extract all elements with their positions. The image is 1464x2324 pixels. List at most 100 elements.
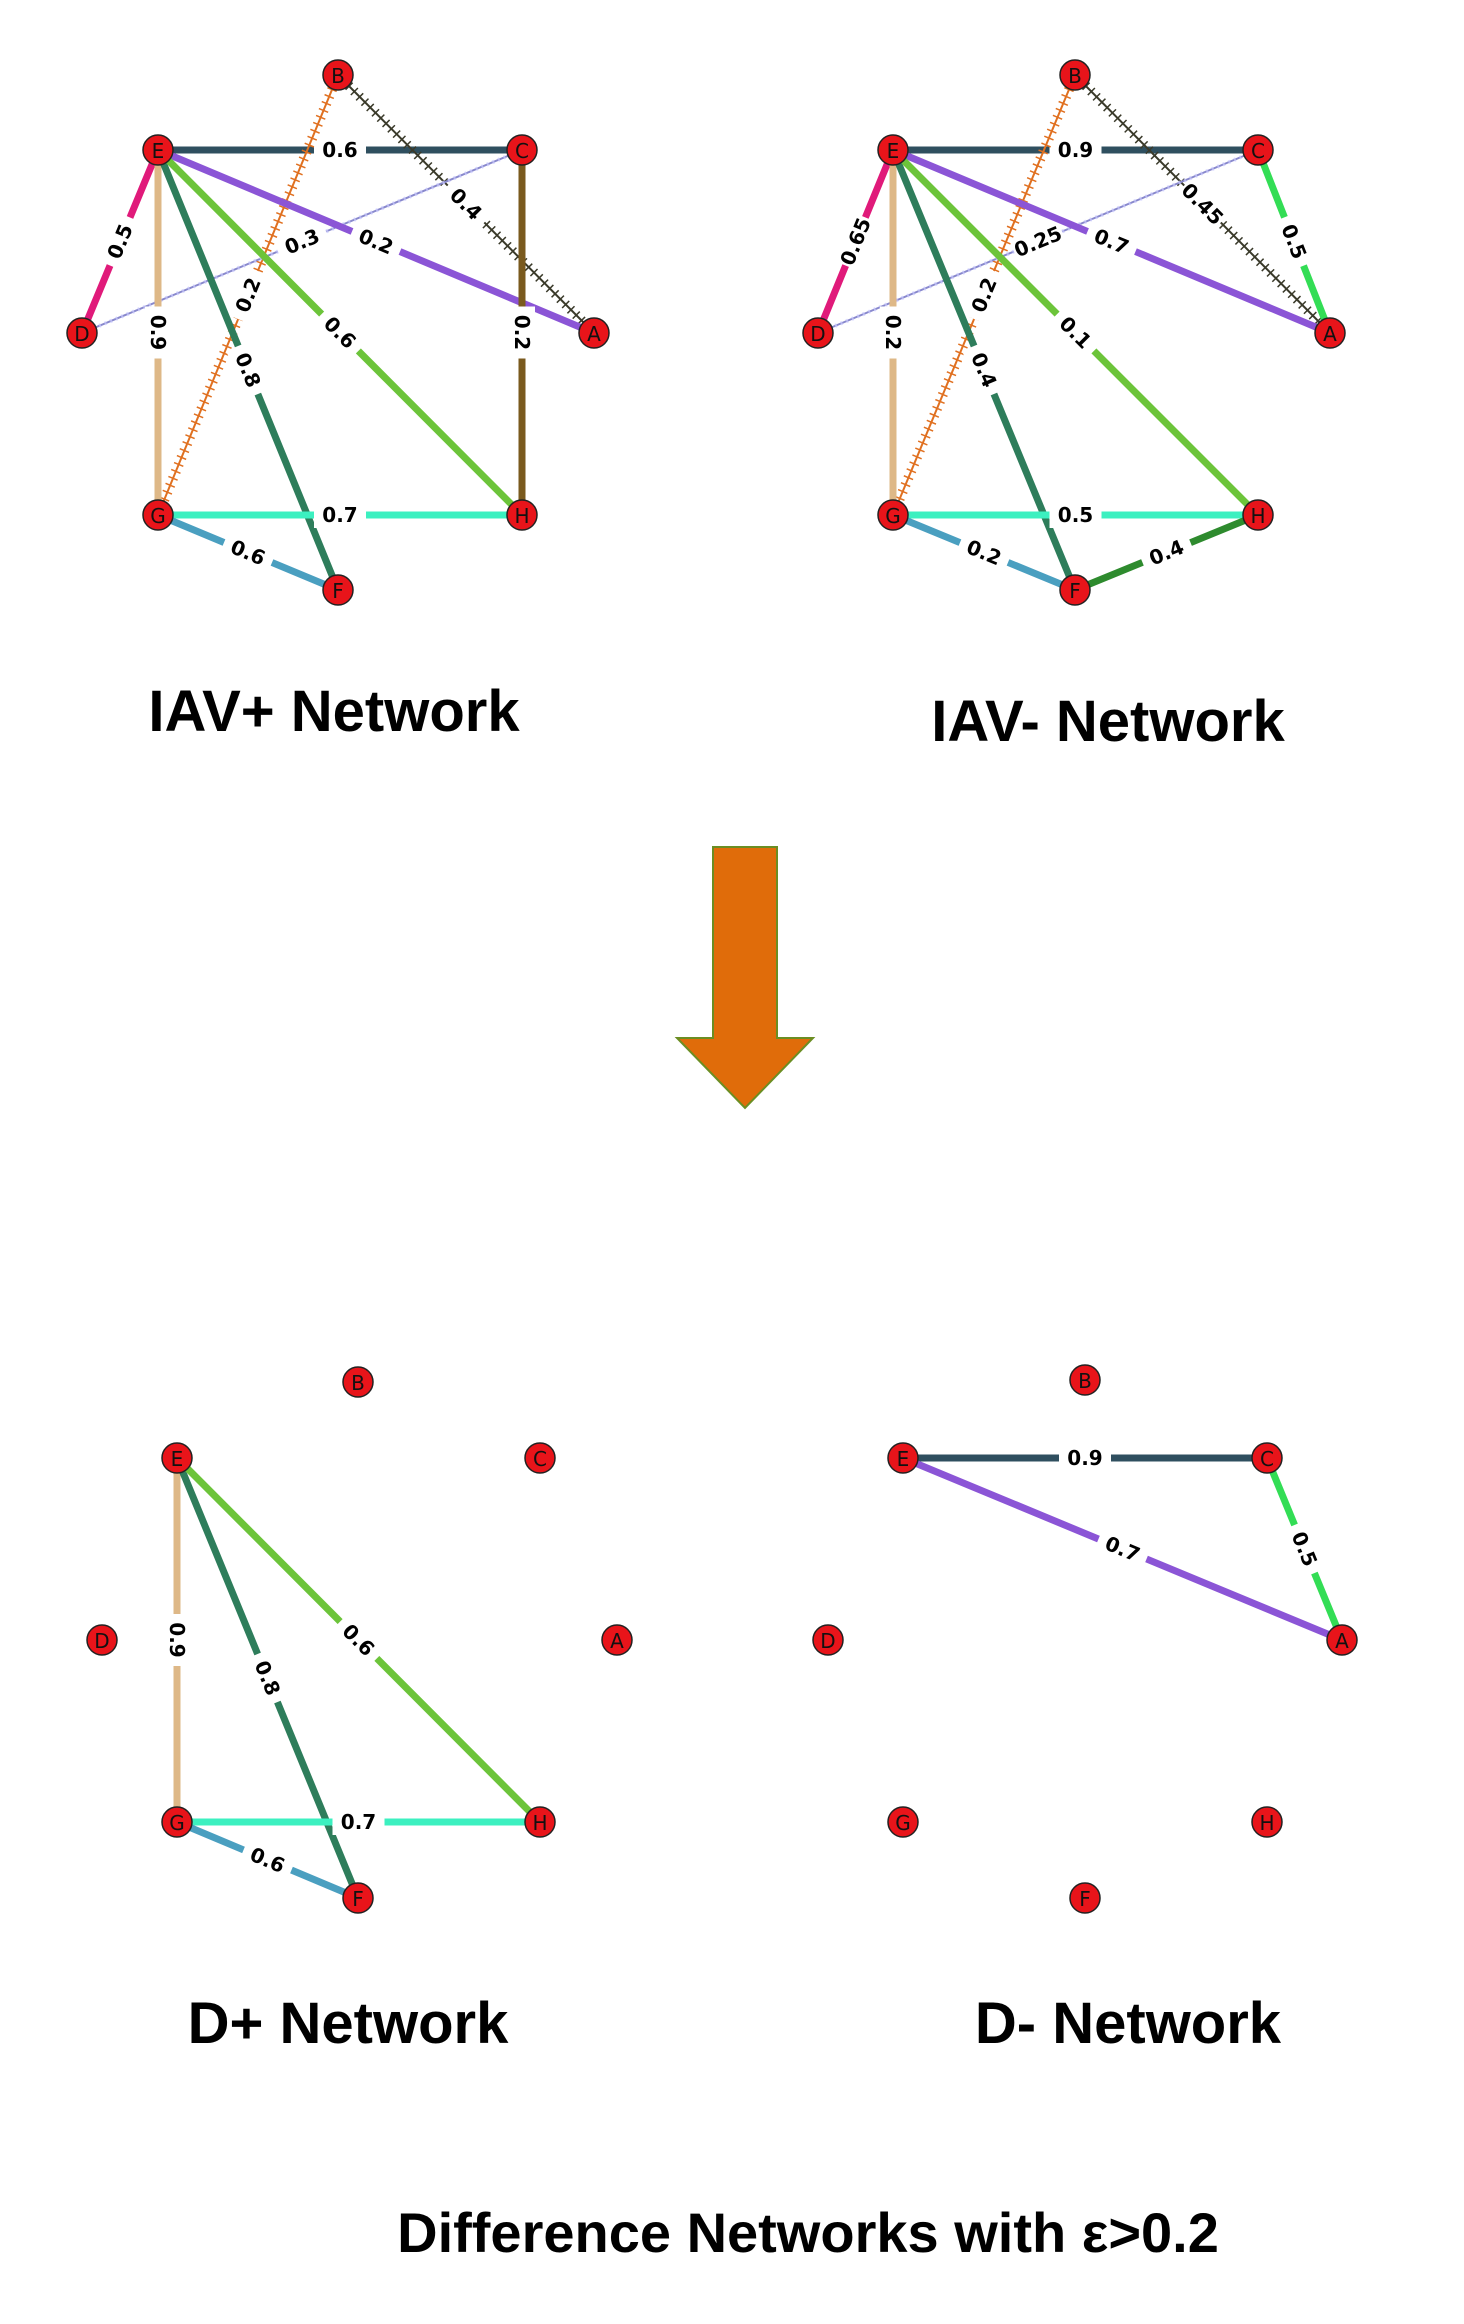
edge-label-bg — [833, 212, 878, 271]
edge-weight-label: 0.2 — [881, 315, 905, 350]
edge-e-h: 0.1 — [889, 146, 1262, 519]
edge-label-bg — [226, 341, 270, 399]
edge-e-g: 0.2 — [880, 146, 906, 519]
node-circle — [812, 1624, 844, 1656]
edge-label-bg — [245, 1649, 290, 1707]
edge-e-c: 0.9 — [899, 1445, 1271, 1471]
node-e: E — [161, 1442, 193, 1474]
node-f: F — [342, 1882, 374, 1914]
edge-label-bg — [330, 1612, 387, 1668]
node-circle — [506, 134, 538, 166]
node-e: E — [142, 134, 174, 166]
edge-e-g: 0.9 — [145, 146, 171, 519]
node-circle — [142, 134, 174, 166]
edge-g-h: 0.7 — [173, 1809, 544, 1835]
node-label: B — [1078, 1369, 1092, 1393]
edge-label-bg — [1093, 1527, 1152, 1571]
edge-label-bg — [346, 219, 406, 264]
node-a: A — [578, 317, 610, 349]
node-e: E — [877, 134, 909, 166]
node-f: F — [322, 574, 354, 606]
node-label: H — [1250, 504, 1265, 528]
down-arrow-icon — [674, 846, 816, 1110]
node-label: D — [810, 322, 825, 346]
node-label: C — [1260, 1447, 1274, 1471]
node-circle — [887, 1806, 919, 1838]
edge-e-c: 0.6 — [154, 137, 526, 163]
node-label: G — [895, 1811, 911, 1835]
edge-label-bg — [98, 212, 142, 271]
node-label: B — [1068, 64, 1082, 88]
node-circle — [66, 317, 98, 349]
node-label: H — [1259, 1811, 1274, 1835]
node-circle — [524, 1806, 556, 1838]
node-label: A — [587, 322, 601, 346]
node-circle — [1251, 1442, 1283, 1474]
node-g: G — [877, 499, 909, 531]
edge-b-a: 0.45 — [1071, 71, 1334, 337]
node-label: B — [351, 1371, 365, 1395]
node-circle — [1242, 499, 1274, 531]
edge-label-bg — [962, 266, 1006, 324]
edge-label-bg — [226, 266, 270, 324]
node-label: A — [610, 1629, 624, 1653]
edge-g-h: 0.7 — [154, 502, 526, 528]
node-b: B — [322, 59, 354, 91]
node-circle — [342, 1882, 374, 1914]
node-label: F — [352, 1887, 364, 1911]
edge-label-bg — [438, 176, 494, 232]
edge-b-g: 0.2 — [153, 73, 343, 517]
edge-label-bg — [1174, 176, 1231, 232]
node-f: F — [1059, 574, 1091, 606]
node-circle — [342, 1366, 374, 1398]
node-circle — [1069, 1364, 1101, 1396]
edge-f-h: 0.4 — [1071, 511, 1262, 594]
node-label: G — [169, 1811, 185, 1835]
edge-label-bg — [332, 1809, 385, 1835]
node-c: C — [506, 134, 538, 166]
node-circle — [877, 499, 909, 531]
node-label: F — [332, 579, 344, 603]
caption: Difference Networks with ε>0.2 — [397, 2201, 1219, 2264]
node-label: G — [885, 504, 901, 528]
node-d: D — [802, 317, 834, 349]
edge-weight-label: 0.9 — [165, 1622, 189, 1657]
node-circle — [1069, 1882, 1101, 1914]
node-circle — [1326, 1624, 1358, 1656]
edge-label-bg — [880, 306, 906, 359]
edge-label-bg — [1272, 212, 1316, 271]
edge-label-bg — [1137, 530, 1196, 575]
edge-label-bg — [1049, 502, 1102, 528]
node-circle — [1314, 317, 1346, 349]
node-h: H — [1242, 499, 1274, 531]
node-d: D — [66, 317, 98, 349]
edge-b-a: 0.4 — [334, 71, 598, 337]
edge-label-bg — [1282, 1520, 1327, 1578]
node-c: C — [1242, 134, 1274, 166]
edge-label-bg — [164, 1614, 190, 1666]
node-b: B — [1059, 59, 1091, 91]
edge-label-bg — [955, 530, 1013, 575]
node-label: B — [331, 64, 345, 88]
edge-weight-label: 0.25 — [1011, 221, 1066, 262]
node-circle — [887, 1442, 919, 1474]
edge-label-bg — [218, 530, 278, 575]
node-label: E — [897, 1447, 910, 1471]
edge-e-h: 0.6 — [154, 146, 526, 519]
edge-c-h: 0.2 — [509, 146, 535, 519]
node-label: D — [820, 1629, 835, 1653]
node-label: C — [533, 1447, 547, 1471]
edge-label-bg — [1009, 219, 1067, 264]
node-label: F — [1079, 1887, 1091, 1911]
node-label: D — [94, 1629, 109, 1653]
edge-weight-label: 0.2 — [510, 315, 534, 350]
edge-label-bg — [145, 306, 171, 359]
node-g: G — [142, 499, 174, 531]
edge-weight-label: 0.9 — [1058, 138, 1093, 162]
edge-label-bg — [962, 341, 1006, 399]
edge-label-bg — [509, 306, 535, 359]
node-circle — [601, 1624, 633, 1656]
node-h: H — [1251, 1806, 1283, 1838]
edge-label-bg — [314, 137, 366, 163]
